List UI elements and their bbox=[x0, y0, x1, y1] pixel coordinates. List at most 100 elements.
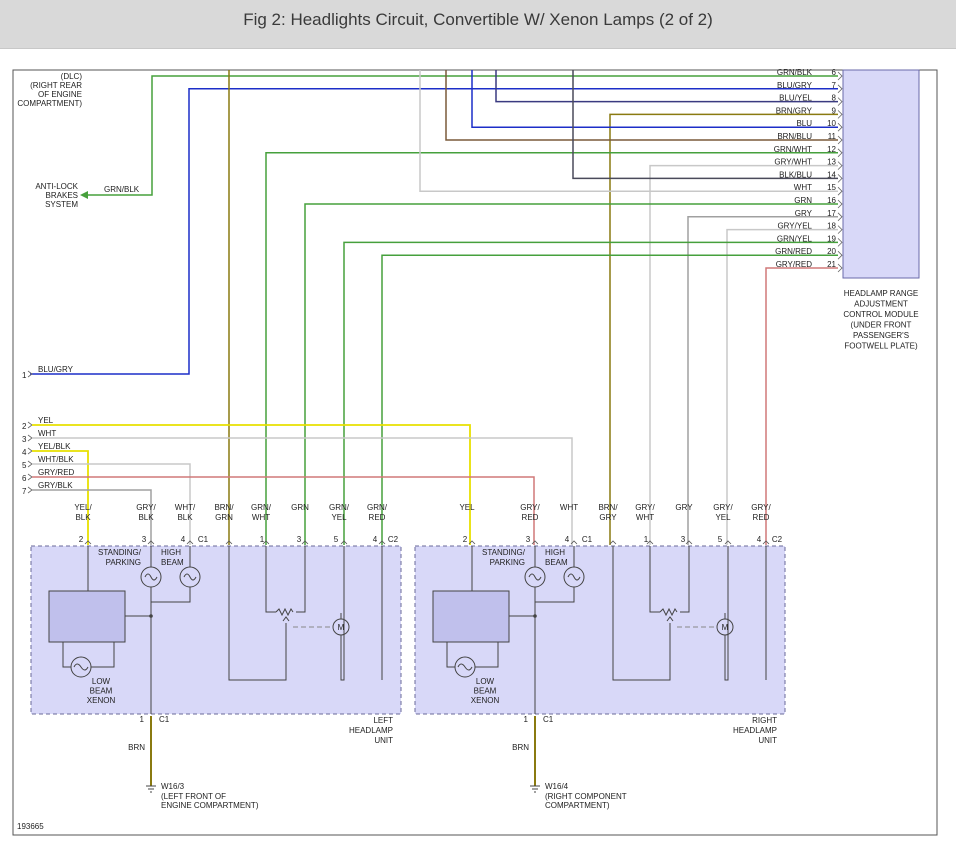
module-wire bbox=[381, 254, 838, 545]
wire-yel bbox=[32, 424, 471, 545]
unit-pin-marker bbox=[570, 540, 578, 545]
wiper-arrow bbox=[666, 616, 674, 622]
left-wire-label: GRY/RED bbox=[38, 468, 75, 477]
module-pin-marker bbox=[837, 135, 843, 145]
ground-location: COMPARTMENT) bbox=[545, 801, 610, 810]
module-label-line: FOOTWELL PLATE) bbox=[844, 342, 918, 351]
unit-pin-number: C1 bbox=[582, 535, 593, 544]
unit-internal-wire bbox=[340, 546, 345, 681]
left-pin-number: 1 bbox=[22, 371, 27, 380]
standing-parking-label: PARKING bbox=[490, 558, 525, 567]
ground-icon bbox=[530, 785, 540, 793]
low-beam-label: LOW bbox=[92, 677, 111, 686]
module-wire bbox=[471, 70, 838, 128]
unit-wire-label: BRN/ bbox=[214, 503, 234, 512]
wiring-diagram: (DLC) (RIGHT REAR OF ENGINE COMPARTMENT)… bbox=[12, 68, 938, 836]
bottom-pin-number: 1 bbox=[140, 715, 145, 724]
module-pin-marker bbox=[837, 122, 843, 132]
unit-internal-wire bbox=[535, 587, 575, 603]
module-pin-number: 19 bbox=[827, 234, 836, 243]
module-pin-marker bbox=[837, 97, 843, 106]
module-pin-marker bbox=[837, 225, 843, 234]
module-pin-marker bbox=[837, 212, 843, 222]
module-wire-label: GRN/RED bbox=[775, 247, 812, 256]
module-pin-number: 9 bbox=[832, 106, 837, 115]
module-wire bbox=[419, 70, 838, 192]
module-label-line: PASSENGER'S bbox=[853, 331, 909, 340]
left-pin-number: 2 bbox=[22, 422, 27, 431]
unit-internal-wire bbox=[680, 546, 690, 613]
module-wire-label: GRN/YEL bbox=[777, 234, 813, 243]
module-pin-number: 20 bbox=[827, 247, 836, 256]
abs-wire-label: GRN/BLK bbox=[104, 185, 140, 194]
unit-pin-number: 3 bbox=[142, 535, 147, 544]
unit-internal-wire bbox=[296, 546, 306, 613]
wire-wht bbox=[32, 437, 573, 545]
unit-pin-marker bbox=[685, 540, 693, 545]
module-pin-number: 8 bbox=[832, 94, 837, 103]
module-pin-marker bbox=[837, 250, 843, 260]
bulb-filament bbox=[73, 663, 89, 671]
bulb-filament bbox=[183, 573, 197, 581]
module-wire bbox=[609, 113, 838, 545]
module-pin-marker bbox=[837, 186, 843, 196]
splice-dot bbox=[149, 614, 153, 618]
unit-pin-marker bbox=[724, 540, 732, 545]
diagram-frame bbox=[12, 69, 938, 836]
module-wire bbox=[649, 164, 838, 545]
unit-pin-number: 1 bbox=[644, 535, 649, 544]
unit-wire-label: WHT bbox=[252, 513, 270, 522]
unit-wire-label: GRN bbox=[291, 503, 309, 512]
unit-pin-number: 2 bbox=[79, 535, 84, 544]
unit-internal-wire bbox=[91, 642, 115, 668]
svg-text:BRAKES: BRAKES bbox=[46, 191, 78, 200]
svg-text:ANTI-LOCK: ANTI-LOCK bbox=[35, 182, 78, 191]
unit-internal-wire bbox=[62, 642, 71, 668]
unit-internal-wire bbox=[649, 546, 660, 613]
unit-wire-label: GRY bbox=[599, 513, 617, 522]
module-pin-number: 6 bbox=[832, 68, 837, 77]
left-pin-number: 7 bbox=[22, 487, 27, 496]
standing-parking-label: STANDING/ bbox=[482, 548, 526, 557]
module-pin-number: 21 bbox=[827, 260, 836, 269]
svg-text:(RIGHT REAR: (RIGHT REAR bbox=[30, 81, 82, 90]
potentiometer-icon bbox=[659, 607, 678, 617]
module-wire bbox=[495, 70, 838, 103]
unit-wire-label: YEL bbox=[715, 513, 731, 522]
left-pin-marker bbox=[27, 447, 33, 455]
left-wire-label: YEL/BLK bbox=[38, 442, 71, 451]
wire-gry-red bbox=[32, 476, 535, 545]
wire-yel-blk bbox=[32, 450, 89, 545]
unit-pin-number: 3 bbox=[681, 535, 686, 544]
module-wire bbox=[265, 152, 838, 545]
unit-pin-number: C2 bbox=[772, 535, 783, 544]
unit-pin-marker bbox=[301, 540, 309, 545]
left-pin-marker bbox=[27, 421, 33, 429]
abs-arrow-icon bbox=[80, 191, 88, 199]
unit-pin-number: 3 bbox=[526, 535, 531, 544]
headlamp-unit-name: HEADLAMP bbox=[733, 726, 777, 735]
ground-icon bbox=[146, 785, 156, 793]
unit-pin-marker bbox=[225, 540, 233, 545]
module-pin-number: 13 bbox=[827, 158, 836, 167]
unit-pin-marker bbox=[262, 540, 270, 545]
figure-id: 193665 bbox=[17, 822, 44, 831]
unit-internal-wire bbox=[228, 546, 287, 681]
potentiometer-icon bbox=[275, 607, 294, 617]
module-wire-label: GRY/WHT bbox=[774, 158, 812, 167]
left-pin-marker bbox=[27, 434, 33, 442]
bulb-filament bbox=[528, 573, 542, 581]
module-wire bbox=[687, 216, 838, 545]
unit-pin-marker bbox=[468, 540, 476, 545]
module-wire-label: BLU/GRY bbox=[777, 81, 813, 90]
unit-pin-number: 5 bbox=[334, 535, 339, 544]
unit-wire-label: GRY/ bbox=[520, 503, 540, 512]
unit-wire-label: GRN/ bbox=[251, 503, 272, 512]
module-wire-label: GRY/RED bbox=[776, 260, 813, 269]
left-pin-number: 5 bbox=[22, 461, 27, 470]
module-wire-label: GRY bbox=[795, 209, 813, 218]
headlamp-unit-name: RIGHT bbox=[752, 716, 777, 725]
unit-pin-number: C1 bbox=[198, 535, 209, 544]
module-wire bbox=[572, 70, 838, 180]
